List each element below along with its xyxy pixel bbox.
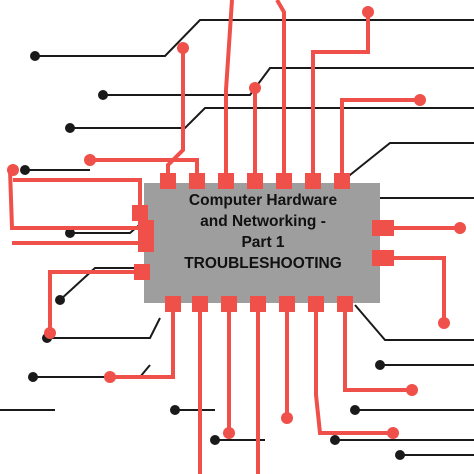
chip-pin — [192, 296, 208, 312]
chip-body — [144, 183, 380, 303]
dark-node — [170, 405, 180, 415]
dark-node — [65, 123, 75, 133]
chip-pin — [138, 236, 154, 252]
red-node — [387, 427, 399, 439]
chip-label-line: and Networking - — [200, 213, 326, 230]
chip-pin — [160, 173, 176, 189]
dark-node — [210, 435, 220, 445]
red-trace — [8, 169, 146, 230]
red-trace — [275, 0, 286, 183]
red-node — [7, 164, 19, 176]
red-node — [104, 371, 116, 383]
dark-node — [330, 435, 340, 445]
red-node — [362, 6, 374, 18]
dark-node — [395, 450, 405, 460]
chip-pin — [276, 173, 292, 189]
dark-node — [30, 51, 40, 61]
dark-trace — [339, 142, 474, 184]
chip-pin — [218, 173, 234, 189]
chip-pins — [132, 173, 394, 312]
chip-pin — [334, 173, 350, 189]
dark-trace — [35, 19, 474, 57]
chip-pin — [305, 173, 321, 189]
dark-node — [28, 372, 38, 382]
dark-node — [20, 165, 30, 175]
chip-label: Computer Hardware and Networking - Part … — [150, 190, 376, 274]
red-trace — [380, 256, 446, 323]
chip-pin — [372, 250, 394, 266]
red-node — [414, 94, 426, 106]
red-trace — [166, 48, 185, 183]
red-node — [438, 317, 450, 329]
red-node — [84, 154, 96, 166]
dark-trace — [47, 317, 161, 339]
chip-pin — [250, 296, 266, 312]
chip-label-line: Computer Hardware — [188, 192, 338, 209]
red-trace — [314, 303, 393, 435]
red-trace — [340, 98, 420, 183]
dark-trace — [70, 107, 474, 129]
red-trace — [13, 178, 142, 213]
chip-pin — [138, 220, 154, 236]
chip-pin — [247, 173, 263, 189]
chip-pin — [134, 264, 150, 280]
dark-node — [98, 90, 108, 100]
red-node — [406, 384, 418, 396]
red-node — [454, 222, 466, 234]
dark-trace — [103, 67, 474, 96]
red-trace — [311, 12, 370, 183]
red-trace — [110, 303, 175, 379]
red-dots — [7, 6, 466, 439]
chip-pin — [132, 205, 148, 221]
chip-label-line: TROUBLESHOOTING — [184, 255, 342, 272]
dark-trace — [354, 304, 474, 341]
red-trace — [48, 270, 142, 333]
dark-node — [65, 228, 75, 238]
red-trace — [224, 0, 234, 183]
dark-node — [55, 295, 65, 305]
dark-node — [375, 360, 385, 370]
red-node — [177, 42, 189, 54]
red-traces — [8, 0, 460, 474]
chip-pin — [337, 296, 353, 312]
red-node — [223, 427, 235, 439]
chip-pin — [189, 173, 205, 189]
chip-pin — [279, 296, 295, 312]
chip-label-line: Part 1 — [241, 234, 285, 251]
dark-trace — [59, 267, 145, 301]
chip-pin — [221, 296, 237, 312]
red-node — [44, 327, 56, 339]
red-node — [281, 412, 293, 424]
chip-pin — [372, 220, 394, 236]
red-trace — [343, 303, 412, 392]
dark-traces — [0, 19, 474, 456]
red-node — [249, 82, 261, 94]
chip-pin — [308, 296, 324, 312]
chip-pin — [165, 296, 181, 312]
dark-node — [350, 405, 360, 415]
